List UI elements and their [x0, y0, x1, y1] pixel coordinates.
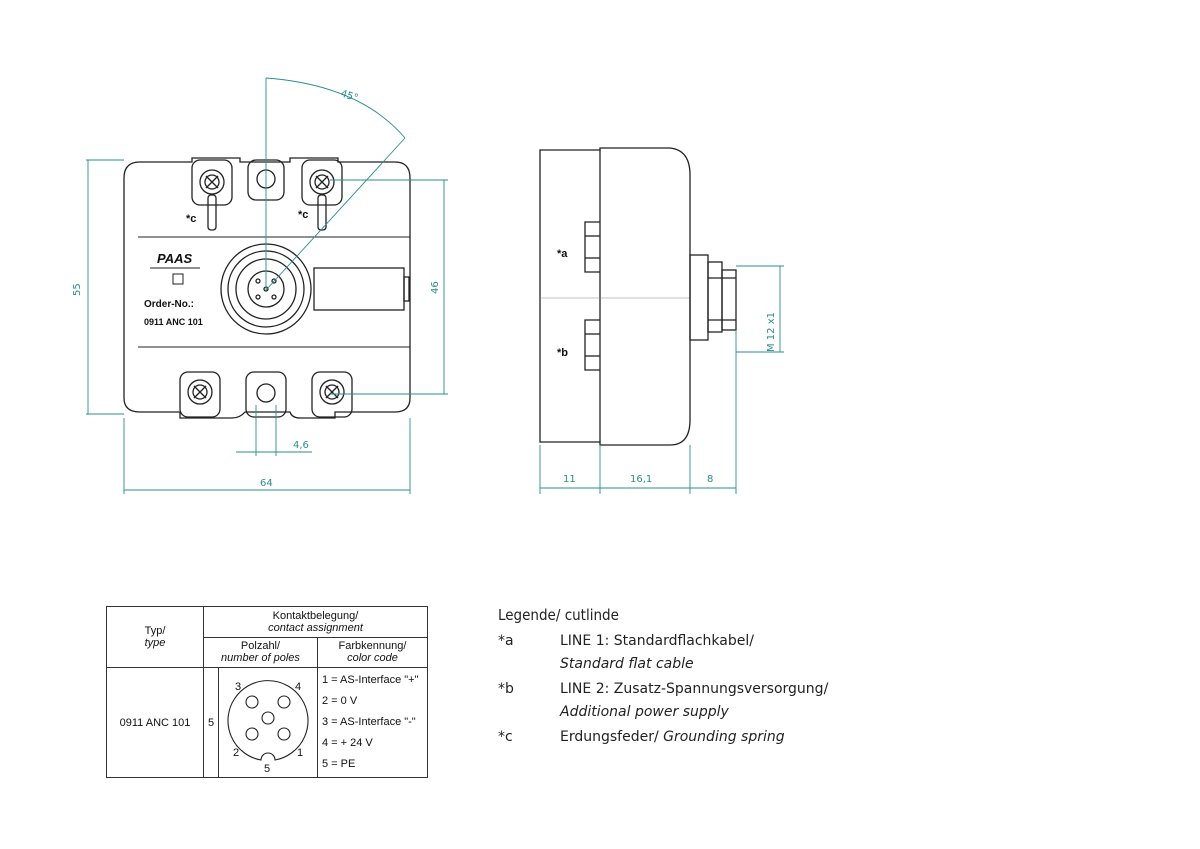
- dim-angle: 45°: [339, 88, 359, 104]
- pin-label-1: 1: [297, 747, 303, 759]
- side-mark-a: *a: [557, 248, 568, 260]
- code-5: 5 = PE: [322, 758, 356, 770]
- pin-2: [245, 727, 259, 741]
- legend-text-c-de: Erdungsfeder/: [560, 729, 664, 745]
- bottom-left-screw-lug: [179, 371, 221, 418]
- pin-5: [261, 711, 275, 725]
- top-right-screw-lug: [301, 159, 343, 206]
- contact-assignment-header: Kontaktbelegung/ contact assignment: [203, 606, 428, 638]
- bottom-center-hole-lug: [245, 371, 287, 418]
- dim-thread: M 12 x1: [766, 312, 777, 352]
- ground-mark-left: *c: [186, 213, 196, 225]
- pin-4: [277, 695, 291, 709]
- dim-height: 55: [72, 283, 83, 296]
- poles-value: 5: [203, 667, 219, 778]
- side-view: [539, 147, 737, 446]
- pin-label-4: 4: [295, 681, 301, 693]
- legend-key-c: *c: [498, 729, 513, 745]
- pin-layout-svg: 3 4 2 5 1: [227, 680, 309, 775]
- code-1: 1 = AS-Interface "+": [322, 674, 419, 686]
- side-dimensions: [539, 265, 784, 494]
- pin-label-3: 3: [235, 681, 241, 693]
- brand-name: PAAS: [157, 251, 192, 266]
- dim-depth-1: 11: [563, 474, 576, 485]
- legend-text-b: LINE 2: Zusatz-Spannungsversorgung/: [560, 681, 829, 697]
- pin-label-5: 5: [264, 763, 270, 774]
- led-window: [313, 267, 405, 311]
- front-dimensions: [86, 77, 448, 494]
- side-housing-outline: [539, 147, 691, 446]
- side-mark-b: *b: [557, 347, 568, 359]
- color-code-list: 1 = AS-Interface "+" 2 = 0 V 3 = AS-Inte…: [317, 667, 428, 778]
- legend-text-c: Erdungsfeder/ Grounding spring: [560, 729, 785, 745]
- legend-sub-b: Additional power supply: [560, 704, 729, 720]
- legend-sub-a: Standard flat cable: [560, 656, 694, 672]
- type-value: 0911 ANC 101: [106, 667, 204, 778]
- code-4: 4 = + 24 V: [322, 737, 373, 749]
- code-2: 2 = 0 V: [322, 695, 358, 707]
- pin-label-2: 2: [233, 747, 239, 759]
- m12-connector-side: [689, 254, 737, 341]
- type-header: Typ/ type: [106, 606, 204, 668]
- color-code-header: Farbkennung/ color code: [317, 636, 428, 668]
- bottom-right-screw-lug: [311, 371, 353, 418]
- ground-mark-right: *c: [298, 209, 308, 221]
- code-3: 3 = AS-Interface "-": [322, 716, 416, 728]
- order-label: Order-No.:: [144, 299, 194, 310]
- legend-key-b: *b: [498, 681, 514, 697]
- top-left-screw-lug: [191, 159, 233, 206]
- dim-inner-height: 46: [430, 281, 441, 294]
- order-number: 0911 ANC 101: [144, 317, 203, 327]
- pin-diagram: 3 4 2 5 1: [218, 667, 318, 778]
- dim-width: 64: [260, 478, 273, 489]
- dim-depth-2: 16,1: [630, 474, 652, 485]
- brand-logo: [172, 273, 184, 285]
- front-housing-outline: [123, 157, 411, 419]
- legend-text-c-en: Grounding spring: [663, 729, 785, 745]
- legend-key-a: *a: [498, 633, 514, 649]
- pin-3: [245, 695, 259, 709]
- poles-header: Polzahl/ number of poles: [203, 636, 318, 668]
- pin-1: [277, 727, 291, 741]
- front-view: [123, 157, 411, 419]
- legend-text-a: LINE 1: Standardflachkabel/: [560, 633, 754, 649]
- contact-assignment-table: Typ/ type Kontaktbelegung/ contact assig…: [106, 606, 428, 778]
- cable-slot-a: [584, 221, 600, 273]
- cable-slot-b: [584, 319, 600, 371]
- legend-title: Legende/ cutlinde: [498, 606, 619, 624]
- dim-depth-3: 8: [707, 474, 713, 485]
- dim-slot: 4,6: [293, 440, 309, 451]
